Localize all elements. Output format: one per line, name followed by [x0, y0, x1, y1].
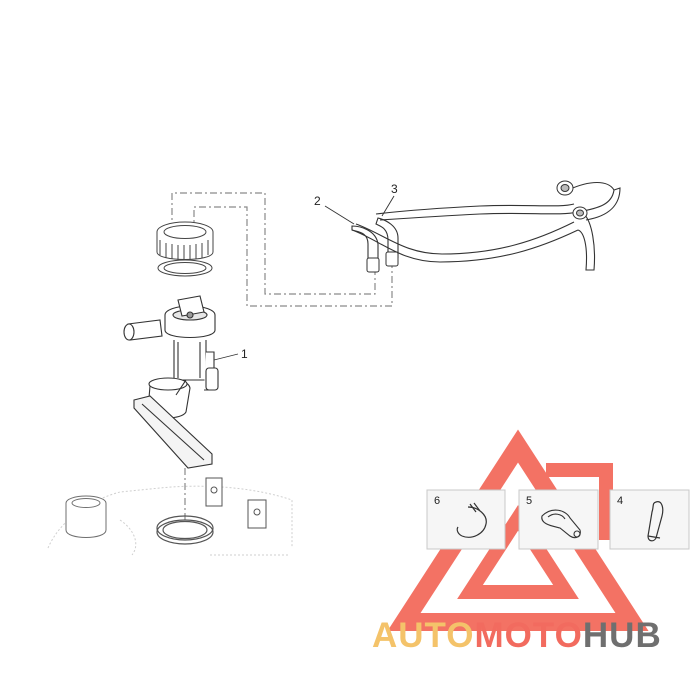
watermark-text: AUTOMOTOHUB [372, 614, 692, 658]
svg-text:6: 6 [434, 495, 440, 507]
hose-clamp-icon [456, 502, 487, 538]
spring-clip-icon [647, 501, 664, 542]
svg-text:5: 5 [526, 495, 532, 507]
tank-filler-neck [65, 495, 107, 538]
watermark-auto: AUTO [372, 616, 475, 655]
pump-gasket [157, 259, 213, 277]
callout-3: 3 [391, 182, 398, 196]
hose-fittings [366, 180, 588, 273]
watermark-hub: HUB [582, 616, 662, 655]
kit-box-5: 5 [518, 489, 599, 550]
leader-lines [213, 195, 395, 361]
watermark-moto: MOTO [474, 616, 583, 655]
kit-box-4: 4 [609, 489, 690, 550]
callout-1: 1 [241, 347, 248, 361]
fuel-pump-assembly [123, 295, 219, 469]
fuel-pump-gasket-icon [541, 509, 581, 539]
lock-ring [156, 221, 214, 260]
kit-box-6: 6 [426, 489, 506, 550]
tank-brackets [205, 477, 267, 529]
routing-lines [171, 192, 393, 520]
callout-2: 2 [314, 194, 321, 208]
tank-ring-seal [156, 515, 214, 545]
svg-text:4: 4 [617, 495, 623, 507]
